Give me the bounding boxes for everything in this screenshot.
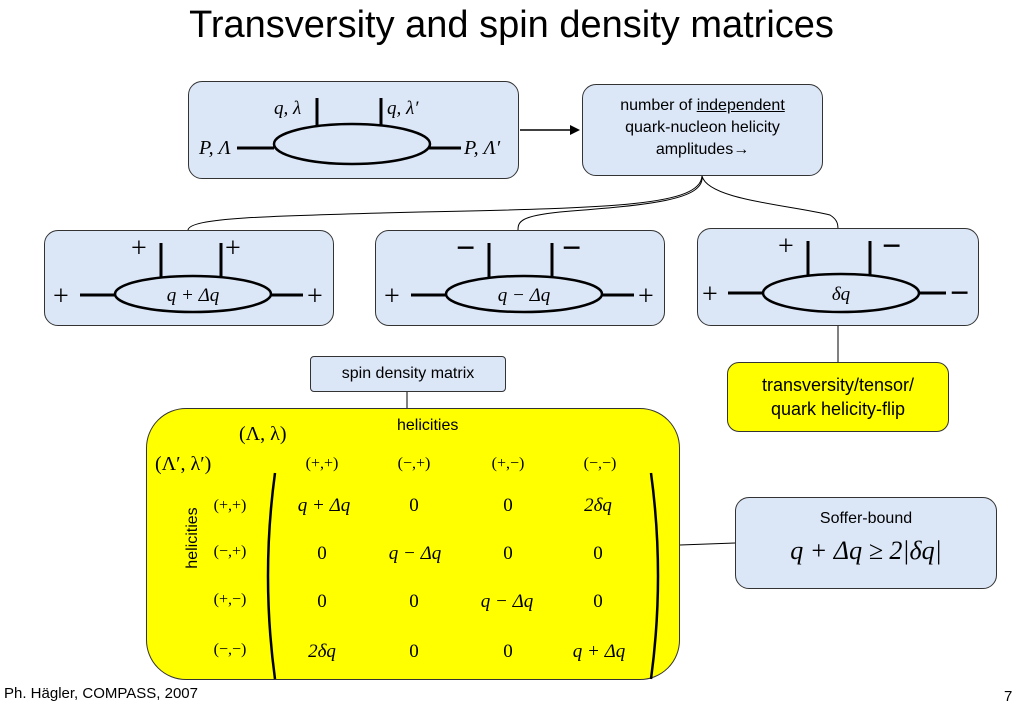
top-right-helicity: − [562,231,581,267]
right-helicity: + [307,281,323,312]
quark-right-label: q, λ′ [387,98,419,119]
cell-4-3: 0 [503,641,513,662]
top-diagram-box: P, Λ P, Λ′ q, λ q, λ′ [188,81,519,179]
diagram-delta-q: δq + − + − [697,228,979,326]
curve-to-diagram-1 [187,175,703,231]
col-header-3: (+,−) [491,455,525,472]
cell-2-3: 0 [503,543,513,564]
cell-1-3: 0 [503,495,513,516]
curve-to-diagram-2 [517,175,703,231]
blob [761,272,921,314]
cell-4-1: 2δq [308,641,336,662]
col-var: (Λ′, λ′) [155,453,212,475]
line-to-soffer [679,542,736,546]
cell-3-2: 0 [409,591,419,612]
right-helicity: + [638,281,654,312]
matrix-brackets [266,472,660,680]
diagram-q-plus: q + Δq + + + + [44,230,334,326]
cell-1-2: 0 [409,495,419,516]
cell-2-4: 0 [593,543,603,564]
helicities-top: helicities [397,417,459,434]
col-header-4: (−,−) [583,455,617,472]
transversity-box: transversity/tensor/ quark helicity-flip [727,362,949,432]
left-label: P, Λ [198,137,231,159]
blob-label: q − Δq [498,285,551,306]
blob [113,274,273,314]
row-header-3: (+,−) [213,591,247,608]
info-underlined: independent [696,97,785,114]
top-left-helicity: − [456,231,475,267]
right-label: P, Λ′ [463,137,501,159]
soffer-label: Soffer-bound [819,510,913,527]
info-box: number of independent quark-nucleon heli… [582,84,823,176]
top-left-helicity: + [778,231,794,262]
soffer-formula: q + Δq ≥ 2|δq| [790,536,942,565]
top-left-helicity: + [131,233,147,264]
matrix-box: helicities helicities (Λ, λ) (Λ′, λ′) (+… [146,408,680,680]
row-var: (Λ, λ) [239,423,287,445]
diagram-q-minus: q − Δq + + − − [375,230,665,326]
spin-density-label: spin density matrix [310,356,506,392]
blob-label: q + Δq [167,285,220,306]
info-prefix: number of [620,97,697,114]
col-header-2: (−,+) [397,455,431,472]
blob [272,122,432,166]
cell-3-4: 0 [593,591,603,612]
blob-label: δq [832,284,851,305]
transversity-line-1: transversity/tensor/ [761,375,915,395]
left-helicity: + [702,279,718,310]
footer-author: Ph. Hägler, COMPASS, 2007 [4,685,198,702]
top-right-helicity: + [225,233,241,264]
cell-2-1: 0 [317,543,327,564]
cell-4-2: 0 [409,641,419,662]
info-line-2: quark-nucleon helicity [625,119,780,136]
left-helicity: + [53,281,69,312]
blob [444,274,604,314]
cell-1-4: 2δq [584,495,612,516]
cell-2-2: q − Δq [388,543,442,564]
info-line-3: amplitudes→ [655,141,750,158]
col-header-1: (+,+) [305,455,339,472]
cell-3-1: 0 [317,591,327,612]
cell-4-4: q + Δq [572,641,626,662]
cell-1-1: q + Δq [297,495,351,516]
row-header-1: (+,+) [213,497,247,514]
page-title: Transversity and spin density matrices [189,4,834,46]
curve-to-diagram-3 [701,175,839,231]
info-line-1: number of independent [583,95,822,117]
page-number: 7 [1004,688,1013,705]
left-helicity: + [384,281,400,312]
right-helicity: − [950,275,969,312]
soffer-box: Soffer-bound q + Δq ≥ 2|δq| [735,497,997,589]
arrow-head [570,125,580,135]
quark-left-label: q, λ [274,98,301,119]
row-header-4: (−,−) [213,641,247,658]
top-right-helicity: − [882,229,901,265]
row-header-2: (−,+) [213,543,247,560]
transversity-line-2: quark helicity-flip [770,399,906,419]
cell-3-3: q − Δq [480,591,534,612]
